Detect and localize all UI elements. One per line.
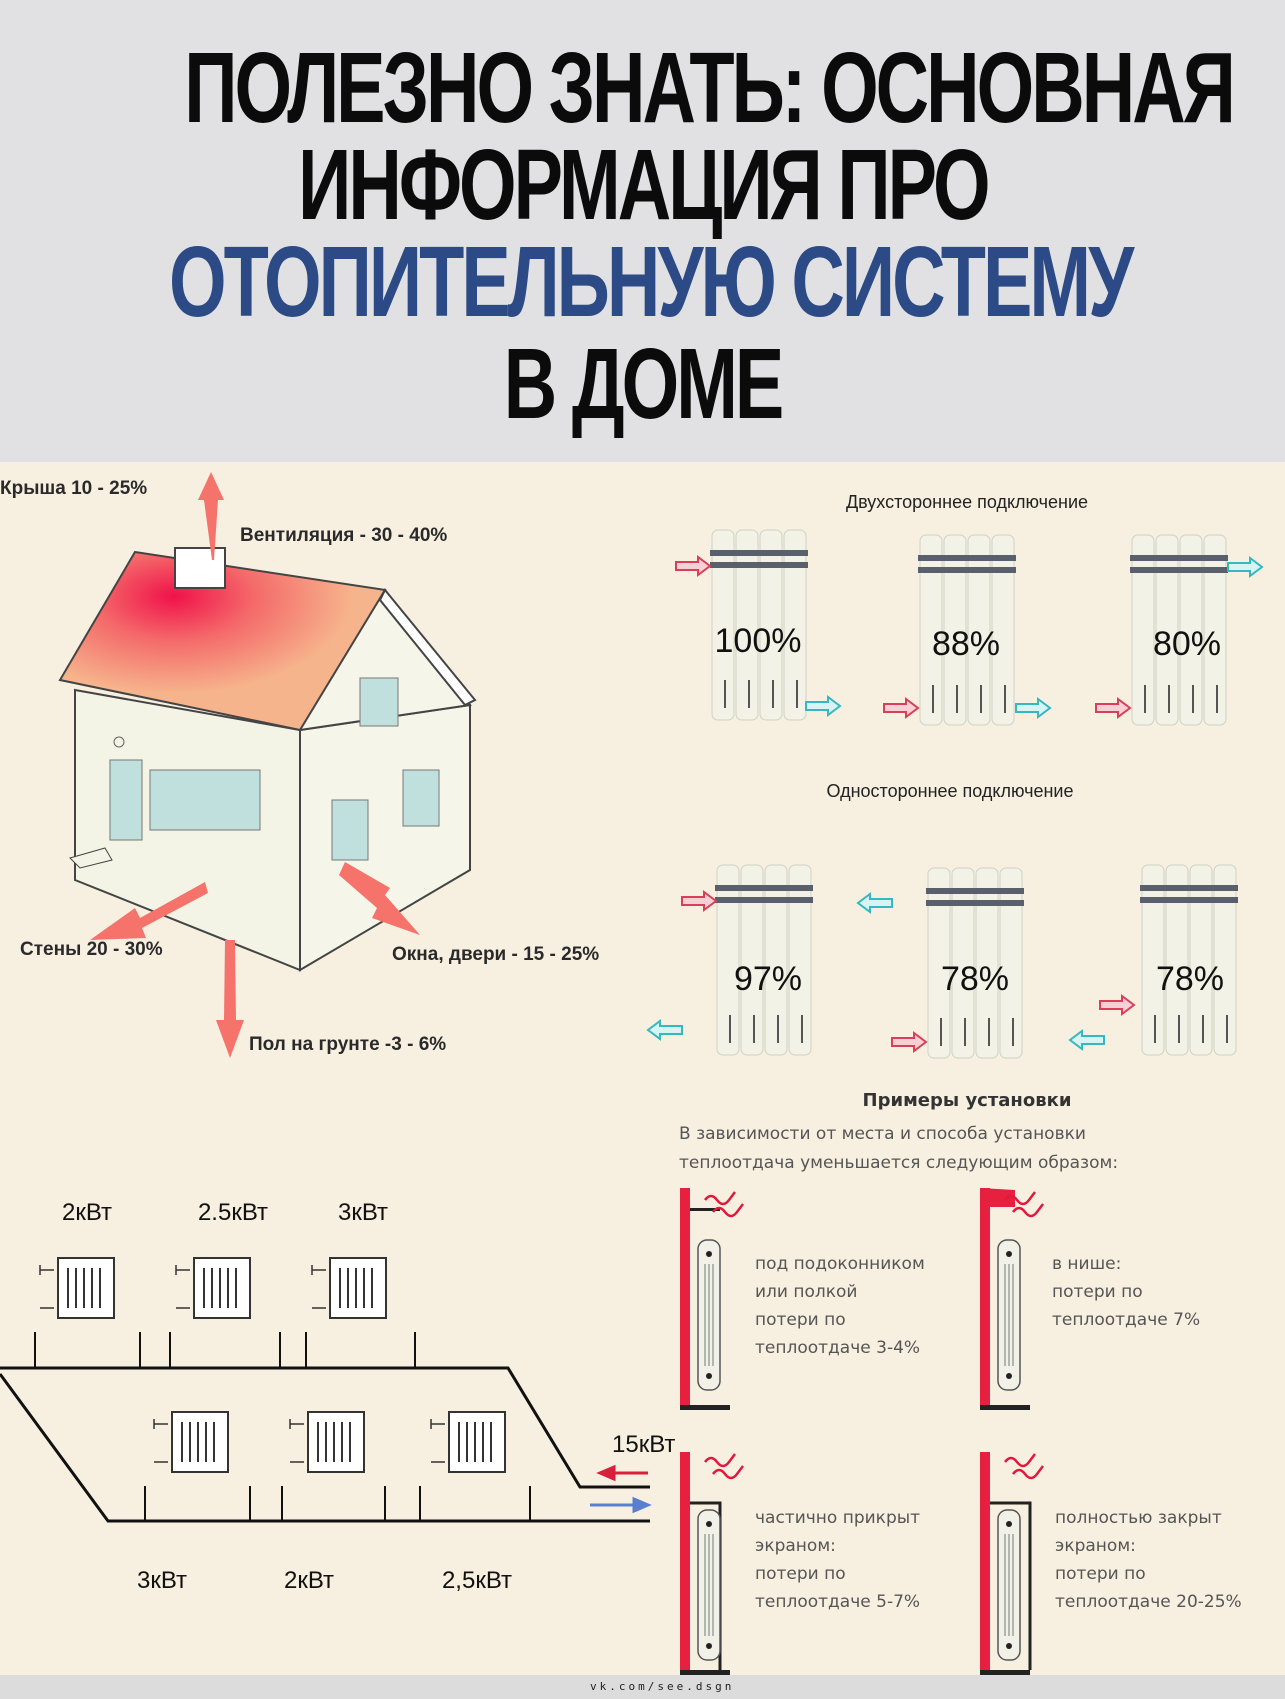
radiator-two-sided-3: 80% — [1095, 534, 1263, 726]
radiator-one-sided-2: 78% — [857, 867, 1025, 1059]
svg-text:80%: 80% — [1153, 625, 1221, 663]
windows-doors-loss-label: Окна, двери - 15 - 25% — [392, 944, 599, 965]
svg-text:88%: 88% — [932, 625, 1000, 663]
roof-arrow-icon — [198, 472, 224, 560]
installation-desc-2: теплоотдача уменьшается следующим образо… — [679, 1153, 1118, 1173]
title-line-4: В ДОМЕ — [503, 328, 784, 440]
title-line-2: ИНФОРМАЦИЯ ПРО — [297, 129, 990, 241]
bottom-radiator-2-power: 2кВт — [284, 1567, 334, 1594]
title-line-1: ПОЛЕЗНО ЗНАТЬ: ОСНОВНАЯ — [184, 32, 1236, 144]
floor-arrow-icon — [216, 940, 244, 1058]
svg-text:97%: 97% — [734, 960, 802, 998]
walls-loss-label: Стены 20 - 30% — [20, 939, 163, 960]
piping-diagram — [0, 1257, 652, 1523]
one-sided-heading: Одностороннее подключение — [827, 781, 1074, 801]
top-radiator-2-power: 2.5кВт — [198, 1199, 268, 1226]
source-watermark: vk.com/see.dsgn — [590, 1680, 735, 1693]
radiator-two-sided-1: 100% — [675, 529, 841, 721]
svg-text:100%: 100% — [715, 622, 802, 660]
footer-bar: vk.com/see.dsgn — [0, 1675, 1285, 1699]
return-arrow-icon — [590, 1496, 652, 1514]
windows-arrow-icon — [339, 862, 420, 935]
ventilation-loss-label: Вентиляция - 30 - 40% — [240, 525, 447, 546]
svg-text:78%: 78% — [1156, 960, 1224, 998]
installation-desc-1: В зависимости от места и способа установ… — [679, 1124, 1086, 1144]
two-sided-heading: Двухстороннее подключение — [846, 492, 1088, 512]
total-power-label: 15кВт — [612, 1431, 675, 1458]
svg-text:78%: 78% — [941, 960, 1009, 998]
bottom-radiator-1-power: 3кВт — [137, 1567, 187, 1594]
roof-loss-label: Крыша 10 - 25% — [0, 478, 147, 499]
top-radiator-1-power: 2кВт — [62, 1199, 112, 1226]
bottom-radiator-3-power: 2,5кВт — [442, 1567, 512, 1594]
radiator-one-sided-3: 78% — [1069, 864, 1239, 1056]
installation-heading: Примеры установки — [863, 1090, 1072, 1111]
radiator-one-sided-1: 97% — [647, 864, 814, 1056]
house-illustration — [58, 472, 477, 1058]
title-line-3: ОТОПИТЕЛЬНУЮ СИСТЕМУ — [169, 226, 1134, 338]
floor-loss-label: Пол на грунте -3 - 6% — [249, 1034, 446, 1055]
radiator-two-sided-2: 88% — [883, 534, 1051, 726]
walls-arrow-icon — [90, 882, 208, 940]
top-radiator-3-power: 3кВт — [338, 1199, 388, 1226]
supply-arrow-icon — [596, 1464, 648, 1482]
title-header: ПОЛЕЗНО ЗНАТЬ: ОСНОВНАЯ ИНФОРМАЦИЯ ПРО О… — [0, 0, 1285, 462]
